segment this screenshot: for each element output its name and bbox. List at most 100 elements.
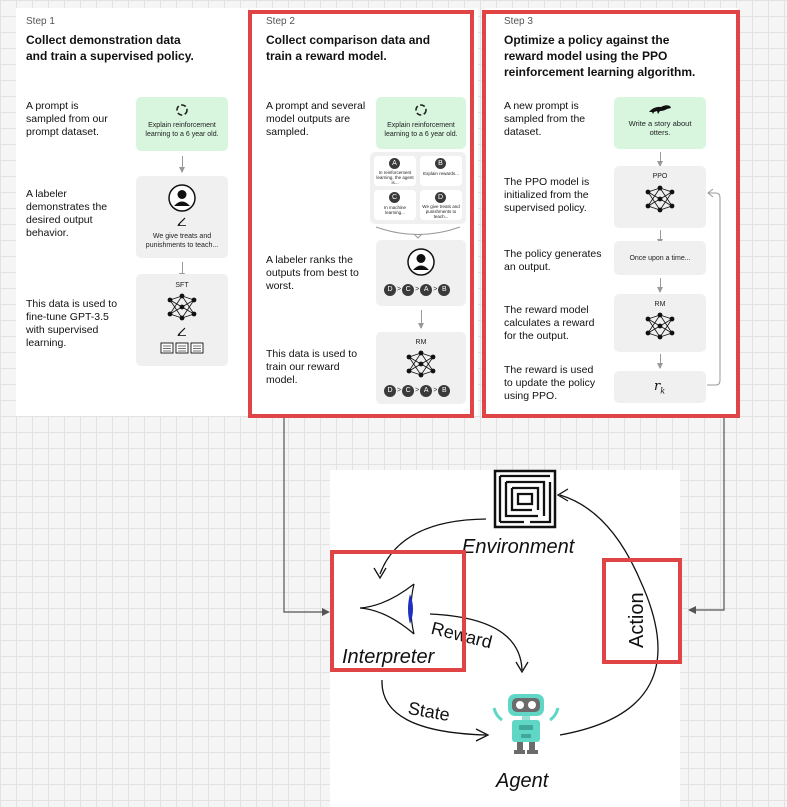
step1-labeler-card: We give treats and punishments to teach.… — [136, 176, 228, 258]
step2-arrow — [418, 310, 424, 329]
step3-title-line3: reinforcement learning algorithm. — [504, 65, 696, 79]
step3-output-text: Once upon a time... — [629, 255, 691, 262]
step1-arrow-1 — [179, 156, 185, 173]
output-card-c: C In machine learning... — [374, 190, 416, 220]
step2-ranking: D>C>A>B — [384, 284, 451, 296]
output-text-c: In machine learning... — [383, 205, 406, 215]
step2-rm-card: RM D>C>A>B — [376, 332, 466, 404]
pencil-icon — [177, 327, 186, 337]
step3-title: Optimize a policy against the reward mod… — [504, 32, 734, 80]
step2-title: Collect comparison data and train a rewa… — [266, 32, 471, 64]
rm-rank-item-4: B — [438, 385, 451, 397]
interpreter-highlight-box — [330, 550, 466, 672]
step3-title-line1: Optimize a policy against the — [504, 33, 670, 47]
step3-prompt-text: Write a story about otters. — [628, 119, 692, 137]
step1-text-prompt: A prompt is sampled from our prompt data… — [26, 100, 108, 138]
step3-text-ppo: The PPO model is initialized from the su… — [504, 176, 590, 214]
step3-feedback-loop — [707, 188, 721, 386]
neural-network-icon — [645, 185, 675, 213]
documents-icon — [160, 342, 204, 354]
step3-arrow-3 — [657, 278, 663, 293]
step2-text-train: This data is used to train our reward mo… — [266, 348, 358, 386]
agent-label: Agent — [496, 770, 549, 792]
rank-item-1: D — [384, 284, 396, 296]
step1-label: Step 1 — [26, 16, 55, 27]
rank-sep-2: > — [415, 286, 420, 293]
agent-robot-icon — [492, 694, 560, 754]
step2-rm-ranking: D>C>A>B — [384, 385, 451, 397]
output-card-d: D We give treats and punishments to teac… — [420, 190, 462, 220]
output-card-b: B Explain rewards... — [420, 156, 462, 186]
rm-rank-sep-1: > — [397, 387, 402, 394]
rank-sep-3: > — [433, 286, 438, 293]
step1-text-finetune: This data is used to fine-tune GPT-3.5 w… — [26, 298, 118, 349]
step2-highlight-box — [248, 10, 474, 418]
rank-item-3: A — [420, 284, 433, 296]
environment-label: Environment — [462, 536, 575, 558]
output-text-b: Explain rewards... — [423, 171, 459, 176]
action-highlight-box — [602, 558, 682, 664]
output-badge-b: B — [435, 158, 446, 169]
step3-text-reward: The reward model calculates a reward for… — [504, 304, 595, 342]
step3-arrow-1 — [657, 152, 663, 167]
step3-highlight-box — [482, 10, 740, 418]
step3-rm-card: RM — [614, 294, 706, 352]
rm-rank-item-2: C — [402, 385, 415, 397]
reward-symbol-sub: k — [660, 386, 666, 396]
step1-title-line1: Collect demonstration data — [26, 33, 181, 47]
rm-rank-item-3: A — [420, 385, 433, 397]
step2-title-line2: train a reward model. — [266, 49, 387, 63]
step3-arrow-4 — [657, 354, 663, 369]
output-text-a: In reinforcement learning, the agent is.… — [376, 170, 414, 185]
step3-ppo-label: PPO — [652, 173, 668, 180]
neural-network-icon — [406, 350, 436, 378]
step2-prompt-text: Explain reinforcement learning to a 6 ye… — [384, 122, 458, 138]
step1-sft-label: SFT — [175, 282, 189, 289]
interpreter-eye-icon — [359, 583, 415, 635]
step2-curved-arrow — [375, 226, 461, 239]
step3-prompt-card: Write a story about otters. — [614, 97, 706, 149]
step2-text-rank: A labeler ranks the outputs from best to… — [266, 254, 359, 292]
neural-network-icon — [645, 312, 675, 340]
step3-ppo-card: PPO — [614, 166, 706, 228]
step2-rm-label: RM — [415, 339, 427, 346]
pencil-icon — [177, 217, 186, 227]
rm-rank-item-1: D — [384, 385, 396, 397]
step3-text-update: The reward is used to update the policy … — [504, 364, 596, 402]
step1-demo-text: We give treats and punishments to teach.… — [145, 233, 219, 249]
step1-title-line2: and train a supervised policy. — [26, 49, 194, 63]
step1-prompt-card: Explain reinforcement learning to a 6 ye… — [136, 97, 228, 151]
rm-rank-sep-3: > — [433, 387, 438, 394]
step1-prompt-text: Explain reinforcement learning to a 6 ye… — [145, 122, 219, 138]
step1-title: Collect demonstration data and train a s… — [26, 32, 241, 64]
person-icon — [168, 184, 196, 212]
neural-network-icon — [167, 293, 197, 321]
step3-text-prompt: A new prompt is sampled from the dataset… — [504, 100, 586, 138]
step3-reward-card: rk — [614, 371, 706, 403]
output-badge-d: D — [435, 192, 446, 203]
step3-title-line2: reward model using the PPO — [504, 49, 668, 63]
rank-item-4: B — [438, 284, 451, 296]
step3-text-generate: The policy generates an output. — [504, 248, 602, 273]
step2-rank-card: D>C>A>B — [376, 240, 466, 306]
rank-sep-1: > — [397, 286, 402, 293]
step1-text-labeler: A labeler demonstrates the desired outpu… — [26, 188, 108, 239]
interpreter-label: Interpreter — [342, 646, 435, 668]
reward-symbol: rk — [654, 379, 665, 396]
step2-text-sample: A prompt and several model outputs are s… — [266, 100, 366, 138]
reward-symbol-base: r — [654, 379, 661, 394]
maze-icon — [493, 469, 557, 529]
rm-rank-sep-2: > — [415, 387, 420, 394]
step1-sft-card: SFT — [136, 274, 228, 366]
output-card-a: A In reinforcement learning, the agent i… — [374, 156, 416, 186]
step3-panel: Step 3 Optimize a policy against the rew… — [484, 8, 738, 416]
step3-output-card: Once upon a time... — [614, 241, 706, 275]
rank-item-2: C — [402, 284, 415, 296]
step3-rm-label: RM — [654, 301, 666, 308]
output-text-d: We give treats and punishments to teach.… — [422, 204, 460, 219]
refresh-icon — [176, 104, 188, 116]
output-badge-c: C — [389, 192, 400, 203]
refresh-icon — [415, 104, 427, 116]
step3-label: Step 3 — [504, 16, 533, 27]
